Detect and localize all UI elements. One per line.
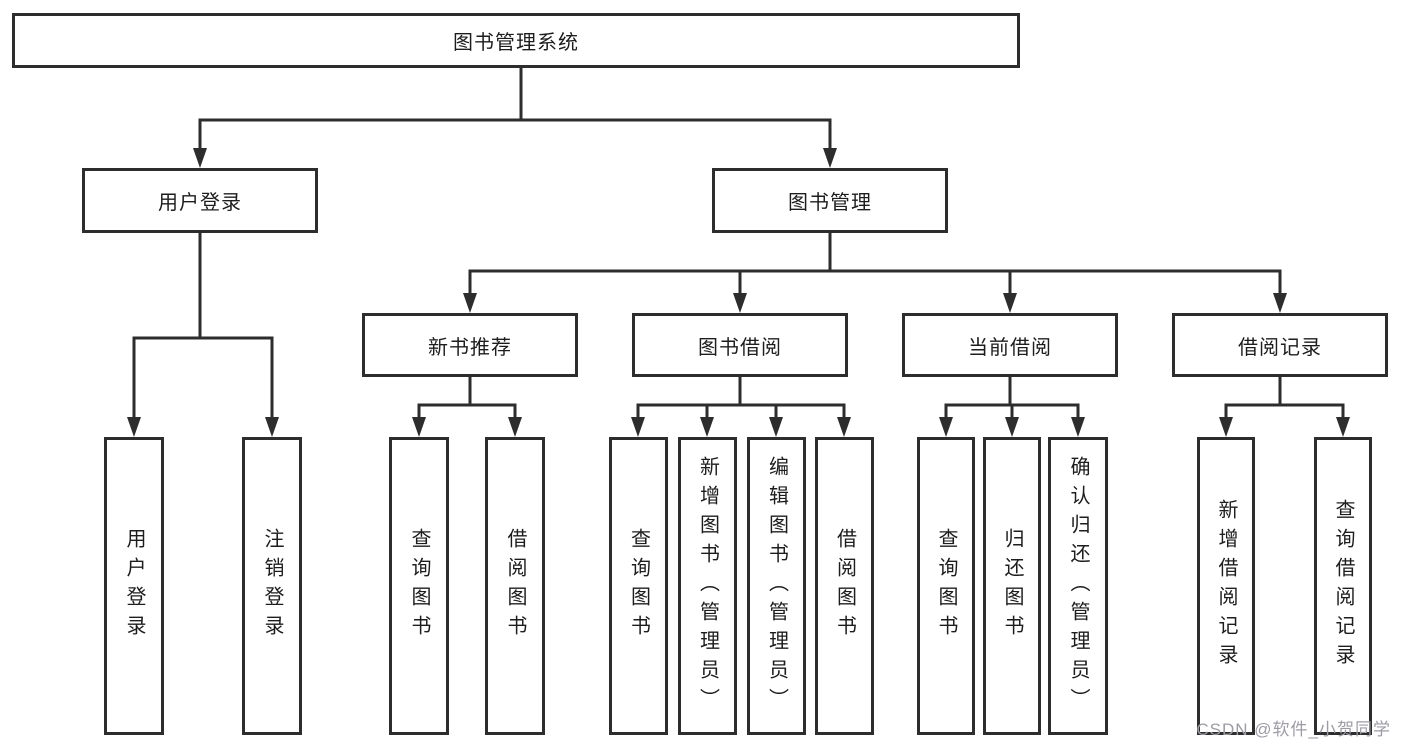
leaf-recommend-query-books-label: 查询图书	[408, 528, 430, 644]
leaf-current-query-books-label: 查询图书	[935, 528, 957, 644]
node-borrowing-records: 借阅记录	[1172, 313, 1388, 377]
leaf-borrowing-query-books-label: 查询图书	[627, 528, 650, 644]
leaf-borrowing-edit-books-admin: 编辑图书（管理员）	[747, 437, 806, 735]
leaf-current-confirm-return-admin-label: 确认归还（管理员）	[1067, 455, 1089, 717]
node-book-borrowing: 图书借阅	[632, 313, 848, 377]
node-new-book-recommendation: 新书推荐	[362, 313, 578, 377]
leaf-records-query-record: 查询借阅记录	[1314, 437, 1372, 735]
leaf-borrowing-query-books: 查询图书	[609, 437, 668, 735]
leaf-borrowing-add-books-admin: 新增图书（管理员）	[678, 437, 737, 735]
node-new-book-recommendation-label: 新书推荐	[428, 336, 512, 359]
node-user-login: 用户登录	[82, 168, 318, 233]
node-book-management-label: 图书管理	[788, 192, 872, 214]
leaf-user-login-label: 用户登录	[123, 528, 145, 644]
node-user-login-label: 用户登录	[158, 192, 242, 214]
leaf-borrowing-add-books-admin-label: 新增图书（管理员）	[696, 455, 719, 717]
node-book-management: 图书管理	[712, 168, 948, 233]
node-current-borrowing-label: 当前借阅	[968, 336, 1052, 359]
node-current-borrowing: 当前借阅	[902, 313, 1118, 377]
leaf-records-query-record-label: 查询借阅记录	[1332, 499, 1354, 673]
leaf-logout: 注销登录	[242, 437, 302, 735]
node-book-borrowing-label: 图书借阅	[698, 336, 782, 359]
node-borrowing-records-label: 借阅记录	[1238, 336, 1322, 359]
node-root-system: 图书管理系统	[12, 13, 1020, 68]
leaf-recommend-query-books: 查询图书	[389, 437, 449, 735]
leaf-user-login: 用户登录	[104, 437, 164, 735]
leaf-records-add-record: 新增借阅记录	[1197, 437, 1255, 735]
leaf-borrowing-borrow-books: 借阅图书	[815, 437, 874, 735]
leaf-current-confirm-return-admin: 确认归还（管理员）	[1048, 437, 1108, 735]
node-root-system-label: 图书管理系统	[453, 32, 579, 54]
leaf-logout-label: 注销登录	[261, 528, 283, 644]
leaf-recommend-borrow-books-label: 借阅图书	[504, 528, 526, 644]
csdn-watermark: CSDN @软件_小贺同学	[1196, 720, 1391, 739]
leaf-current-return-books: 归还图书	[983, 437, 1041, 735]
leaf-borrowing-edit-books-admin-label: 编辑图书（管理员）	[765, 455, 788, 717]
leaf-borrowing-borrow-books-label: 借阅图书	[833, 528, 856, 644]
leaf-current-return-books-label: 归还图书	[1001, 528, 1023, 644]
leaf-records-add-record-label: 新增借阅记录	[1215, 499, 1237, 673]
arrowheads	[127, 148, 1350, 437]
leaf-current-query-books: 查询图书	[917, 437, 975, 735]
leaf-recommend-borrow-books: 借阅图书	[485, 437, 545, 735]
